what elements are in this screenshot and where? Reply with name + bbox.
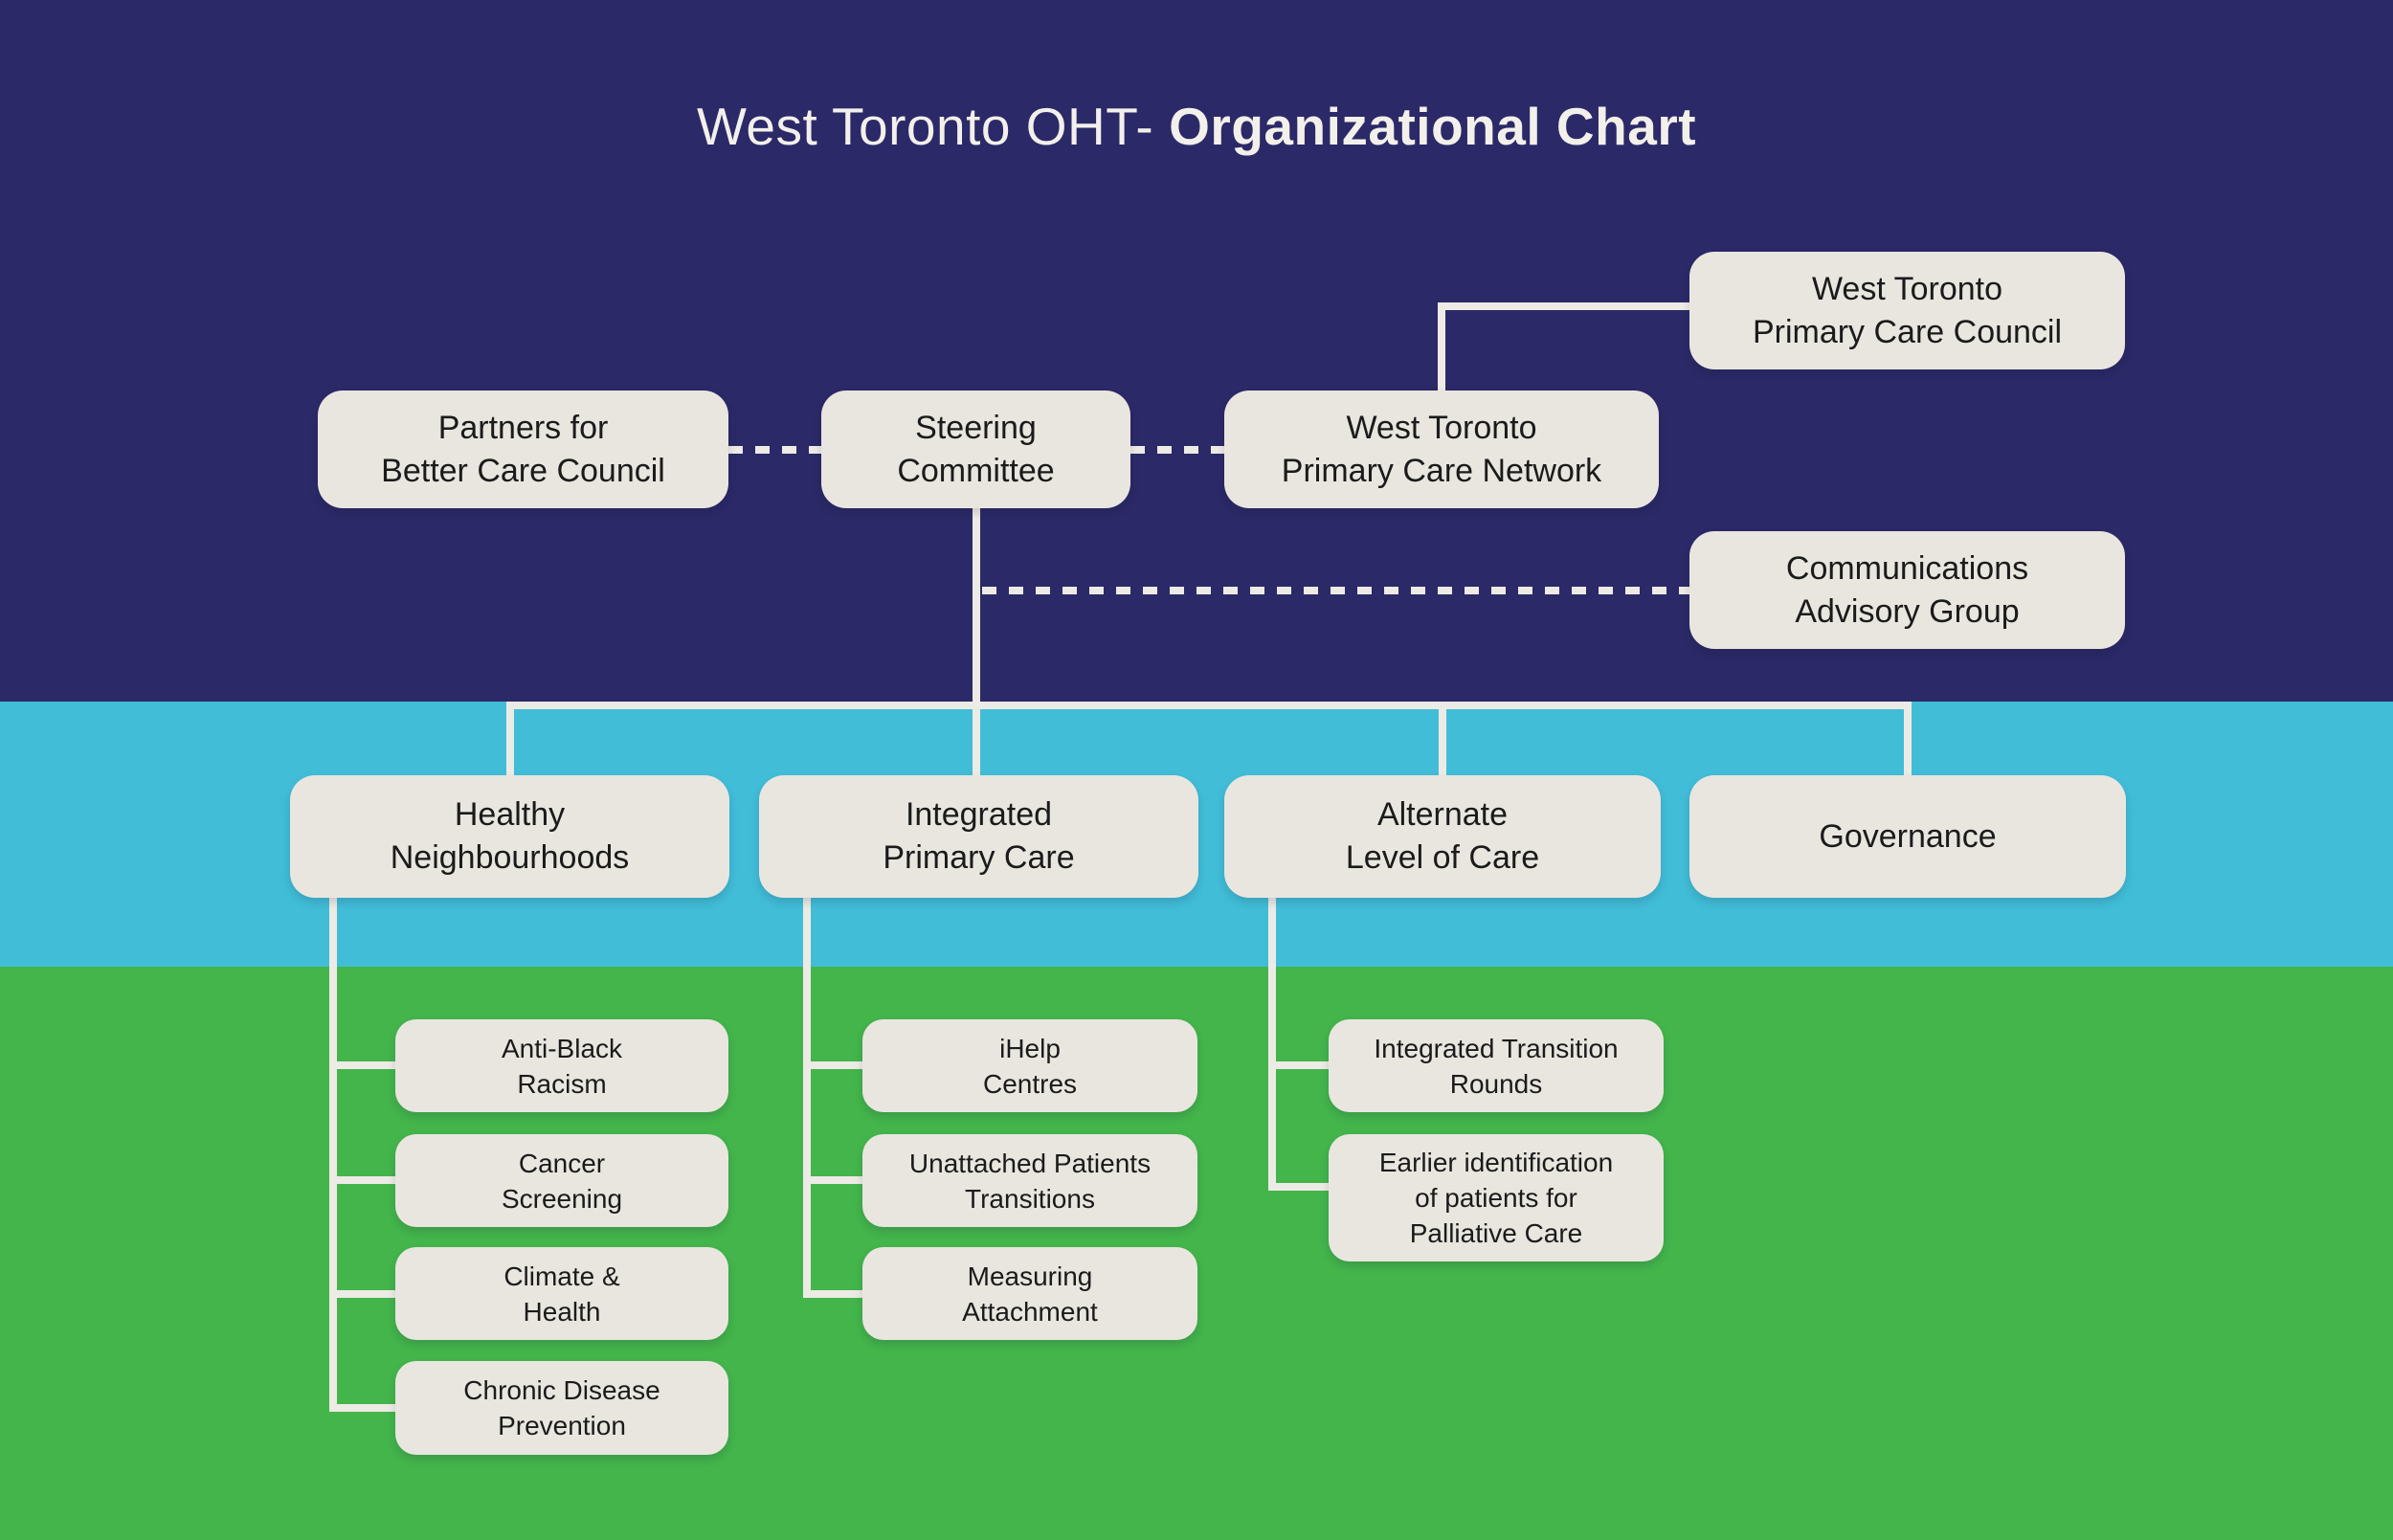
- node-ihelp-centres: iHelp Centres: [862, 1019, 1197, 1112]
- node-alternate-level-of-care: Alternate Level of Care: [1224, 775, 1661, 898]
- node-measuring-attachment: Measuring Attachment: [862, 1247, 1197, 1340]
- node-partners-for-better-care-council: Partners for Better Care Council: [318, 391, 728, 508]
- node-unattached-patients-transitions: Unattached Patients Transitions: [862, 1134, 1197, 1227]
- node-label-line: Unattached Patients: [908, 1148, 1152, 1178]
- node-label-line: Racism: [517, 1068, 607, 1099]
- node-label-line: Anti-Black: [501, 1033, 623, 1063]
- node-label-line: Screening: [501, 1183, 623, 1214]
- node-label-line: Prevention: [498, 1411, 626, 1440]
- edge-integrated-trunk: [803, 898, 862, 1298]
- node-label-line: Better Care Council: [381, 452, 665, 489]
- node-integrated-primary-care: Integrated Primary Care: [759, 775, 1198, 898]
- node-label-line: Rounds: [1449, 1068, 1543, 1099]
- node-chronic-disease-prevention: Chronic Disease Prevention: [395, 1361, 728, 1455]
- edge-network-to-council: [1438, 302, 1689, 391]
- node-label-line: Governance: [1819, 817, 1997, 855]
- node-west-toronto-primary-care-network: West Toronto Primary Care Network: [1224, 391, 1659, 508]
- node-healthy-neighbourhoods: Healthy Neighbourhoods: [290, 775, 729, 898]
- title-regular: West Toronto OHT-: [696, 97, 1154, 156]
- node-label-line: Communications: [1785, 549, 2029, 587]
- node-label-line: Attachment: [962, 1296, 1098, 1327]
- node-label-line: Chronic Disease: [463, 1375, 660, 1405]
- node-label-line: West Toronto: [1811, 270, 2003, 307]
- node-label-line: Advisory Group: [1795, 592, 2020, 630]
- node-label-line: Climate &: [503, 1261, 620, 1291]
- node-earlier-identification-palliative-care: Earlier identification of patients for P…: [1329, 1134, 1664, 1261]
- node-label-line: Steering: [915, 409, 1037, 446]
- node-label-line: Committee: [897, 452, 1055, 489]
- node-label-line: Primary Care: [883, 839, 1075, 876]
- node-cancer-screening: Cancer Screening: [395, 1134, 728, 1227]
- node-anti-black-racism: Anti-Black Racism: [395, 1019, 728, 1112]
- node-label-line: Health: [523, 1296, 601, 1327]
- node-label-line: West Toronto: [1346, 409, 1537, 446]
- node-label-line: Primary Care Network: [1281, 452, 1602, 489]
- node-label-line: Alternate: [1376, 796, 1509, 833]
- node-label-line: Cancer: [518, 1148, 606, 1178]
- node-label-line: Earlier identification: [1378, 1148, 1614, 1177]
- node-label-line: Healthy: [454, 796, 566, 833]
- node-label-line: Neighbourhoods: [390, 839, 630, 876]
- node-west-toronto-primary-care-council: West Toronto Primary Care Council: [1689, 252, 2125, 369]
- node-label-line: Level of Care: [1345, 839, 1540, 876]
- node-label-line: Palliative Care: [1409, 1218, 1583, 1248]
- node-label-line: Integrated: [905, 796, 1053, 833]
- node-label-line: Integrated Transition: [1374, 1033, 1619, 1063]
- node-steering-committee: Steering Committee: [821, 391, 1130, 508]
- node-integrated-transition-rounds: Integrated Transition Rounds: [1329, 1019, 1664, 1112]
- node-label-line: Transitions: [965, 1183, 1095, 1214]
- edge-healthy-trunk: [329, 898, 395, 1412]
- node-label-line: Partners for: [437, 409, 609, 446]
- page-title: West Toronto OHT- Organizational Chart: [0, 96, 2393, 157]
- node-communications-advisory-group: Communications Advisory Group: [1689, 531, 2125, 649]
- node-label-line: of patients for: [1415, 1183, 1577, 1213]
- title-bold: Organizational Chart: [1169, 97, 1697, 156]
- node-governance: Governance: [1689, 775, 2126, 898]
- node-label-line: Centres: [982, 1068, 1078, 1099]
- node-label-line: iHelp: [999, 1033, 1061, 1063]
- node-climate-and-health: Climate & Health: [395, 1247, 728, 1340]
- edge-branch-bar: [506, 702, 1912, 775]
- edge-alternate-trunk: [1268, 898, 1329, 1191]
- node-label-line: Primary Care Council: [1752, 313, 2063, 350]
- node-label-line: Measuring: [967, 1261, 1093, 1291]
